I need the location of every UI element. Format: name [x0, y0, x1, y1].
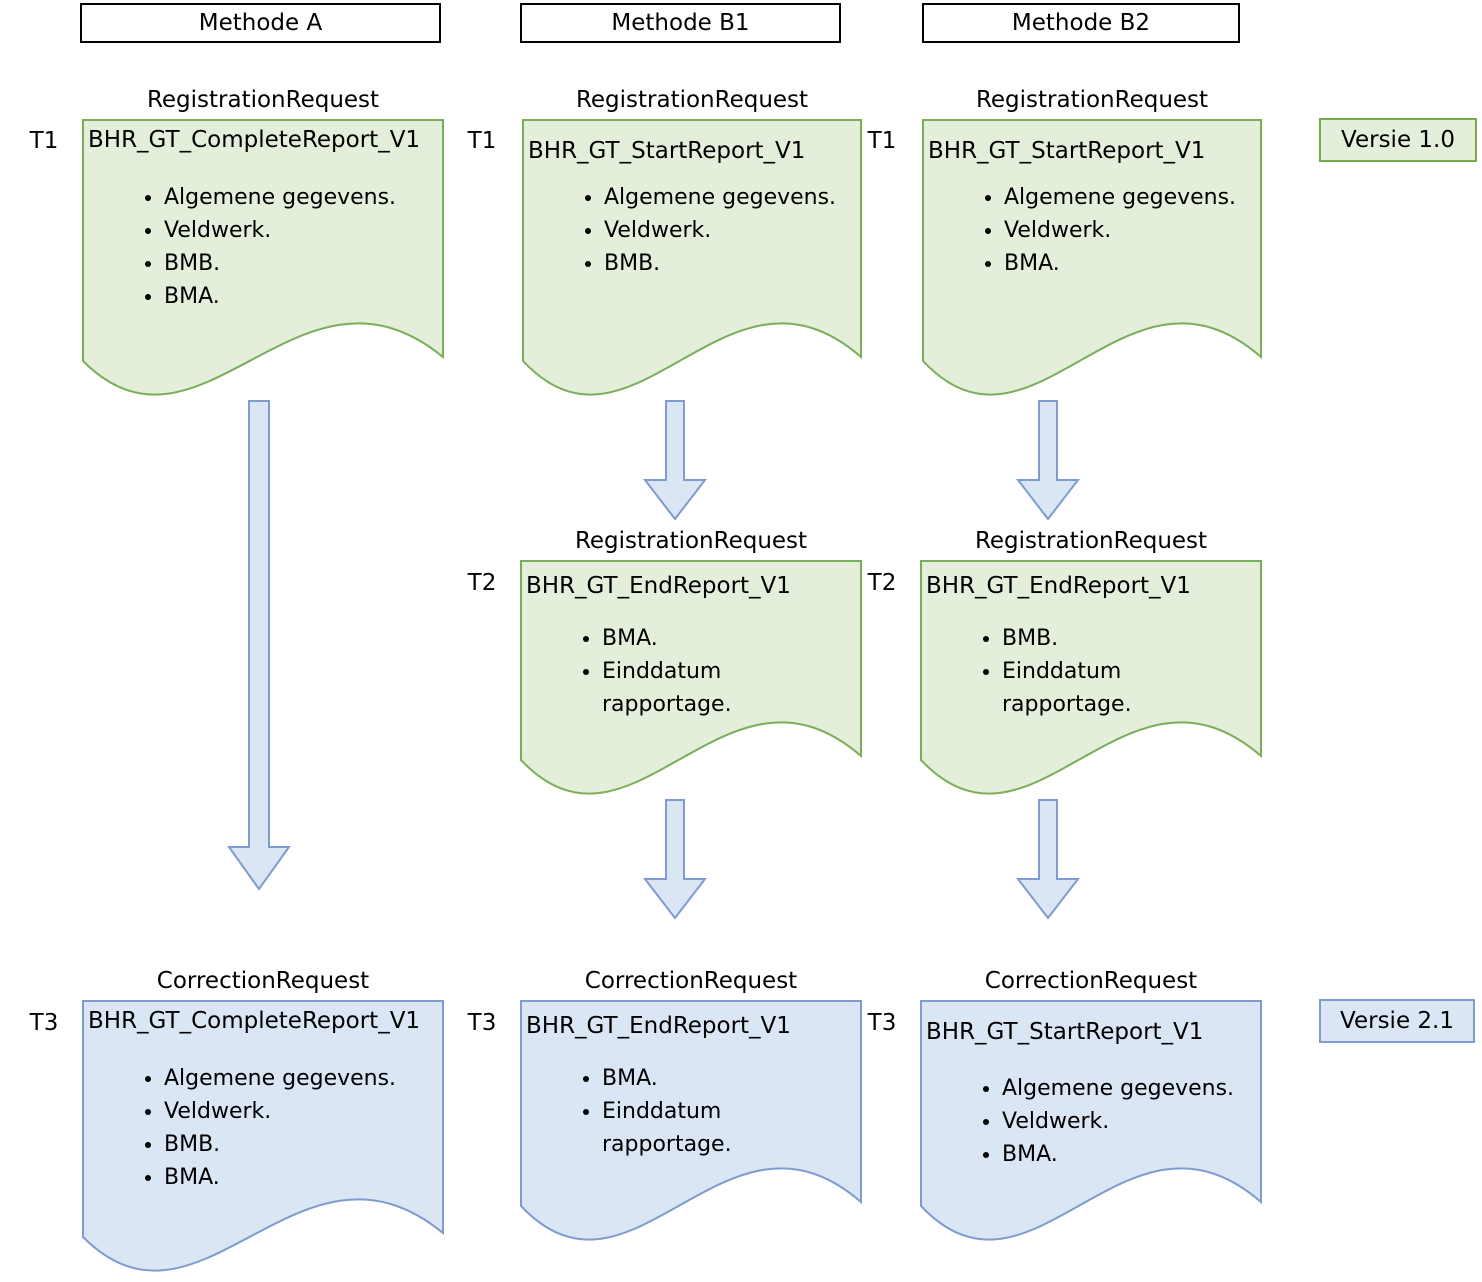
document-b2-t3: BHR_GT_StartReport_V1 Algemene gegevens.…: [920, 1000, 1262, 1246]
column-header-methode-b1: Methode B1: [520, 3, 841, 43]
request-type-label: CorrectionRequest: [584, 968, 798, 994]
column-header-methode-a: Methode A: [80, 3, 441, 43]
document-wave-shape: [82, 1000, 444, 1272]
doc-cell-b2-t3: CorrectionRequest BHR_GT_StartReport_V1 …: [920, 967, 1262, 1257]
document-a-t3: BHR_GT_CompleteReport_V1 Algemene gegeve…: [82, 1000, 444, 1277]
time-label-t3-b1: T3: [467, 1010, 497, 1036]
arrow-down-icon: [642, 799, 708, 920]
version-badge-2-1: Versie 2.1: [1319, 999, 1475, 1043]
arrow-b2-t1-to-t2: [1015, 400, 1081, 521]
document-bullet-list: Algemene gegevens. Veldwerk. BMB. BMA.: [82, 1062, 402, 1194]
arrow-down-icon: [227, 400, 291, 891]
document-b1-t1: BHR_GT_StartReport_V1 Algemene gegevens.…: [522, 119, 862, 401]
bullet-item: BMB.: [604, 247, 836, 280]
document-title: BHR_GT_StartReport_V1: [928, 138, 1206, 164]
bullet-item: BMB.: [1002, 622, 1256, 655]
doc-cell-b2-t2: RegistrationRequest BHR_GT_EndReport_V1 …: [920, 527, 1262, 807]
document-b2-t2: BHR_GT_EndReport_V1 BMB. Einddatum rappo…: [920, 560, 1262, 800]
document-title: BHR_GT_CompleteReport_V1: [88, 1008, 421, 1034]
bullet-item: Einddatum rapportage.: [1002, 655, 1256, 721]
time-label-t2-b2: T2: [867, 570, 897, 596]
document-title: BHR_GT_EndReport_V1: [926, 573, 1191, 599]
bullet-item: Veldwerk.: [604, 214, 836, 247]
bullet-item: Veldwerk.: [1004, 214, 1236, 247]
request-type-label: RegistrationRequest: [146, 87, 380, 113]
document-b1-t3: BHR_GT_EndReport_V1 BMA. Einddatum rappo…: [520, 1000, 862, 1246]
time-label-t1-b2: T1: [867, 128, 897, 154]
bullet-item: Algemene gegevens.: [1002, 1072, 1234, 1105]
document-wave-shape: [920, 560, 1262, 795]
bullet-item: Einddatum rapportage.: [602, 655, 856, 721]
column-header-methode-b2: Methode B2: [922, 3, 1240, 43]
bullet-item: Algemene gegevens.: [164, 1062, 396, 1095]
bullet-item: Veldwerk.: [164, 214, 396, 247]
arrow-b2-t2-to-t3: [1015, 799, 1081, 920]
bullet-item: BMA.: [602, 1062, 856, 1095]
document-b1-t2: BHR_GT_EndReport_V1 BMA. Einddatum rappo…: [520, 560, 862, 800]
bullet-item: BMA.: [164, 1161, 396, 1194]
bullet-item: Algemene gegevens.: [164, 181, 396, 214]
bullet-item: BMA.: [602, 622, 856, 655]
request-type-label: RegistrationRequest: [974, 528, 1208, 554]
time-label-t1-b1: T1: [467, 128, 497, 154]
document-title: BHR_GT_StartReport_V1: [528, 138, 806, 164]
time-label-t1-a: T1: [29, 128, 59, 154]
document-bullet-list: BMB. Einddatum rapportage.: [920, 622, 1262, 721]
request-type-label: CorrectionRequest: [156, 968, 370, 994]
bullet-item: Veldwerk.: [164, 1095, 396, 1128]
bullet-item: Algemene gegevens.: [604, 181, 836, 214]
doc-cell-b1-t3: CorrectionRequest BHR_GT_EndReport_V1 BM…: [520, 967, 862, 1257]
version-badge-1-0: Versie 1.0: [1319, 118, 1477, 162]
document-bullet-list: BMA. Einddatum rapportage.: [520, 622, 862, 721]
bullet-item: Einddatum rapportage.: [602, 1095, 856, 1161]
bullet-item: Veldwerk.: [1002, 1105, 1234, 1138]
arrow-b1-t2-to-t3: [642, 799, 708, 920]
bullet-item: BMB.: [164, 247, 396, 280]
document-b2-t1: BHR_GT_StartReport_V1 Algemene gegevens.…: [922, 119, 1262, 401]
document-title: BHR_GT_StartReport_V1: [926, 1019, 1204, 1045]
document-wave-shape: [522, 119, 862, 396]
request-type-label: CorrectionRequest: [984, 968, 1198, 994]
arrow-a-t1-to-t3: [226, 400, 291, 891]
document-title: BHR_GT_EndReport_V1: [526, 573, 791, 599]
request-type-label: RegistrationRequest: [575, 87, 809, 113]
bullet-item: BMA.: [1004, 247, 1236, 280]
bullet-item: BMA.: [1002, 1138, 1234, 1171]
time-label-t3-b2: T3: [867, 1010, 897, 1036]
doc-cell-a-t3: CorrectionRequest BHR_GT_CompleteReport_…: [82, 967, 444, 1282]
doc-cell-b1-t2: RegistrationRequest BHR_GT_EndReport_V1 …: [520, 527, 862, 807]
time-label-t2-b1: T2: [467, 570, 497, 596]
document-wave-shape: [920, 1000, 1262, 1241]
document-a-t1: BHR_GT_CompleteReport_V1 Algemene gegeve…: [82, 119, 444, 401]
bullet-item: BMA.: [164, 280, 396, 313]
arrow-b1-t1-to-t2: [642, 400, 708, 521]
arrow-down-icon: [1015, 799, 1081, 920]
document-wave-shape: [82, 119, 444, 396]
request-type-label: RegistrationRequest: [574, 528, 808, 554]
time-label-t3-a: T3: [29, 1010, 59, 1036]
arrow-down-icon: [1015, 400, 1081, 521]
doc-cell-b2-t1: RegistrationRequest BHR_GT_StartReport_V…: [922, 86, 1262, 406]
document-bullet-list: Algemene gegevens. Veldwerk. BMA.: [920, 1072, 1240, 1171]
document-bullet-list: BMA. Einddatum rapportage.: [520, 1062, 862, 1161]
request-type-label: RegistrationRequest: [975, 87, 1209, 113]
bullet-item: BMB.: [164, 1128, 396, 1161]
document-bullet-list: Algemene gegevens. Veldwerk. BMB. BMA.: [82, 181, 402, 313]
document-title: BHR_GT_EndReport_V1: [526, 1013, 791, 1039]
document-wave-shape: [520, 560, 862, 795]
arrow-down-icon: [642, 400, 708, 521]
document-wave-shape: [520, 1000, 862, 1241]
document-title: BHR_GT_CompleteReport_V1: [88, 127, 421, 153]
bullet-item: Algemene gegevens.: [1004, 181, 1236, 214]
doc-cell-b1-t1: RegistrationRequest BHR_GT_StartReport_V…: [522, 86, 862, 406]
document-bullet-list: Algemene gegevens. Veldwerk. BMA.: [922, 181, 1242, 280]
document-bullet-list: Algemene gegevens. Veldwerk. BMB.: [522, 181, 842, 280]
doc-cell-a-t1: RegistrationRequest BHR_GT_CompleteRepor…: [82, 86, 444, 406]
document-wave-shape: [922, 119, 1262, 396]
